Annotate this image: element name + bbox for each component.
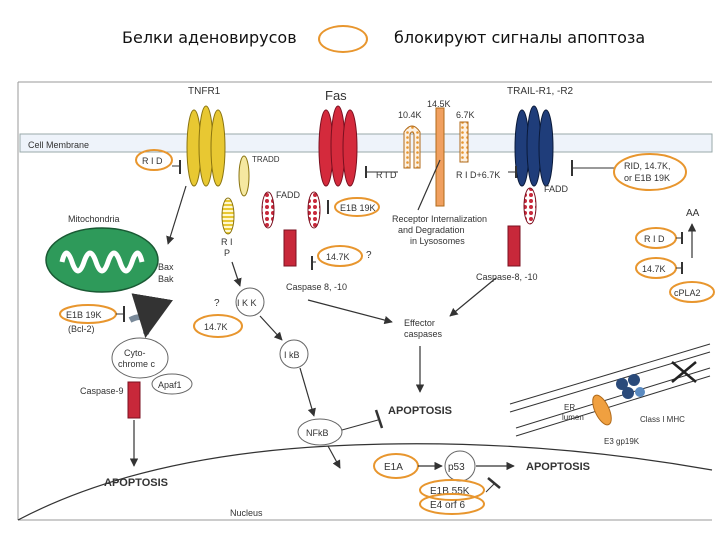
tnfr1-receptor (186, 105, 226, 187)
rip-protein (221, 197, 235, 235)
effector-label-line1: Effector (404, 318, 435, 328)
e3-gp19k-protein (592, 394, 612, 426)
highlight-14-7k-1 (317, 245, 363, 267)
mitochondrion (45, 227, 159, 293)
tradd-label: TRADD (252, 155, 280, 164)
e1b-55k-label: E1B 55K (430, 486, 470, 497)
cytochrome-c-node (111, 337, 169, 379)
trail-receptor (514, 105, 554, 187)
er-label-line1: ER (564, 403, 575, 412)
mhc-dot-1 (616, 378, 628, 390)
fadd-right-label: FADD (544, 184, 569, 194)
fas-receptor (318, 105, 358, 187)
highlight-e1b-55k (419, 479, 485, 501)
caspase8-left-label: Caspase 8, -10 (286, 282, 347, 292)
ikb-label: I kB (284, 350, 300, 360)
highlight-rid-1 (135, 149, 173, 171)
nfkb-node (297, 418, 343, 446)
rip-label-line2: P (224, 248, 230, 258)
fadd-left-label: FADD (276, 190, 301, 200)
highlight-e4-orf6 (419, 493, 485, 515)
apaf1-label: Apaf1 (158, 380, 182, 390)
nucleus-membrane (17, 443, 713, 521)
inhibit-bar-nfkb (374, 409, 384, 429)
effector-label-line2: caspases (404, 329, 443, 339)
rid-label-3: R I D (644, 234, 665, 244)
ikk-label: I K K (237, 298, 257, 308)
mhc-dot-4 (635, 387, 645, 397)
e1a-label: E1A (384, 462, 403, 473)
mitochondria-label: Mitochondria (68, 214, 120, 224)
mhc-dot-2 (628, 374, 640, 386)
e1b-19k-box-label: E1B 19K (340, 203, 376, 213)
pathway-arrows (129, 159, 497, 469)
protein-10-4k-label: 10.4K (398, 110, 422, 120)
highlight-cpla2 (669, 281, 715, 303)
cytochrome-c-label-line2: chrome c (118, 359, 156, 369)
nfkb-label: NFkB (306, 428, 329, 438)
protein-14-5k-label: 14.5K (427, 99, 451, 109)
caspase9-protein (127, 381, 141, 419)
highlight-14-7k-2 (193, 314, 243, 338)
receptor-internalization-line2: and Degradation (398, 225, 465, 235)
rid-label-2: R I D (376, 170, 397, 180)
bak-label: Bak (158, 274, 174, 284)
trail-label: TRAIL-R1, -R2 (507, 86, 574, 97)
fadd-center-protein (307, 191, 321, 229)
highlight-e1b-19k (334, 197, 380, 217)
fas-label: Fas (325, 88, 347, 103)
blocked-x-icon (671, 361, 697, 383)
p14-7k-right-label: 14.7K (642, 264, 666, 274)
caspase9-label: Caspase-9 (80, 386, 124, 396)
cell-membrane-label: Cell Membrane (28, 140, 89, 150)
class-i-mhc-label: Class I MHC (640, 415, 685, 424)
bax-label: Bax (158, 262, 174, 272)
e3-gp19k-label: E3 gp19K (604, 437, 640, 446)
mhc-dot-3 (622, 387, 634, 399)
caspase8-right-label: Caspase-8, -10 (476, 272, 538, 282)
question-mark-2: ? (214, 298, 220, 309)
p14-7k-label-2: 14.7K (204, 322, 228, 332)
header-right-text: блокируют сигналы апоптоза (394, 28, 646, 47)
fadd-right-protein (523, 187, 537, 225)
apoptosis-right-label: APOPTOSIS (526, 461, 590, 473)
aa-label: AA (686, 208, 700, 219)
tradd-protein (238, 155, 250, 197)
rid-box-line1: RID, 14.7K, (624, 161, 671, 171)
rid-box-line2: or E1B 19K (624, 173, 670, 183)
rid-6-7k-label: R I D+6.7K (456, 170, 500, 180)
fadd-left-protein (261, 191, 275, 229)
cpla2-label: cPLA2 (674, 288, 701, 298)
rid-label-1: R I D (142, 156, 163, 166)
ikb-node (279, 339, 309, 369)
protein-6-7k-label: 6.7K (456, 110, 475, 120)
cytochrome-release-arrow (128, 293, 173, 339)
nucleus-label: Nucleus (230, 508, 263, 518)
receptor-internalization-line1: Receptor Internalization (392, 214, 487, 224)
p53-label: p53 (448, 462, 465, 473)
cytochrome-c-label-line1: Cyto- (124, 348, 146, 358)
caspase8-left-protein (283, 229, 297, 267)
e4-orf6-label: E4 orf 6 (430, 500, 465, 511)
cell-membrane (19, 133, 713, 153)
inhibit-bar-p53 (487, 477, 501, 489)
bcl2-label: (Bcl-2) (68, 324, 95, 334)
receptor-internalization-line3: in Lysosomes (410, 236, 465, 246)
header-left-text: Белки аденовирусов (122, 28, 297, 47)
apaf1-node (151, 373, 193, 395)
tnfr1-label: TNFR1 (188, 86, 221, 97)
question-mark-1: ? (366, 250, 372, 261)
caspase8-right-protein (507, 225, 521, 267)
apoptosis-left-label: APOPTOSIS (104, 477, 168, 489)
ikk-node (235, 287, 265, 317)
highlight-oval-legend (318, 25, 368, 53)
rip-label-line1: R I (221, 237, 233, 247)
er-label-line2: lumen (562, 413, 584, 422)
rid-complex (403, 107, 469, 207)
e1b-19k-mito-label: E1B 19K (66, 310, 102, 320)
apoptosis-center-label: APOPTOSIS (388, 405, 452, 417)
p14-7k-label-1: 14.7K (326, 252, 350, 262)
highlight-rid-box (613, 153, 687, 191)
